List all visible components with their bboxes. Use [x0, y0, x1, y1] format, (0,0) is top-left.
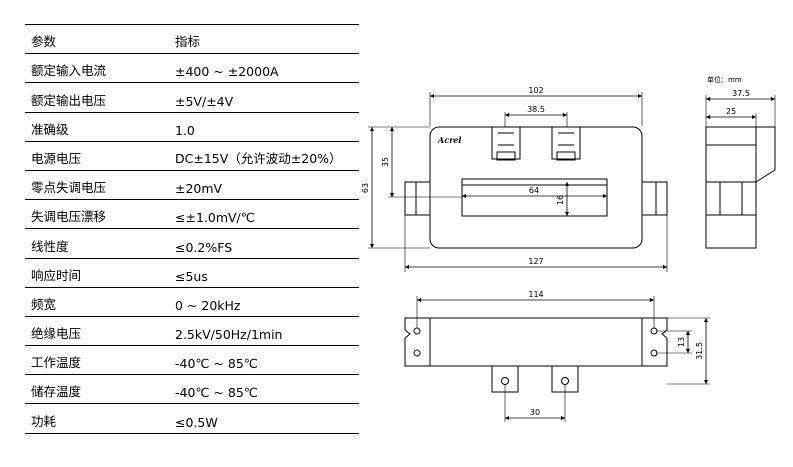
spec-param: 额定输入电流 [25, 53, 171, 84]
dim-width: 102 [528, 86, 543, 95]
dim-total-length: 127 [528, 257, 543, 266]
spec-value: ±20mV [171, 170, 359, 201]
spec-value: 2.5kV/50Hz/1min [171, 316, 359, 347]
spec-param: 储存温度 [25, 374, 171, 405]
dim-window-width: 64 [529, 186, 539, 195]
spec-param: 线性度 [25, 228, 171, 259]
spec-value: -40℃ ~ 85℃ [171, 345, 359, 376]
side-view [705, 95, 776, 249]
unit-label: 单位：mm [707, 75, 742, 84]
spec-row: 响应时间≤5us [25, 258, 359, 288]
spec-value: ≤5us [171, 258, 359, 288]
spec-param: 工作温度 [25, 345, 171, 376]
spec-param: 零点失调电压 [25, 170, 171, 201]
bottom-view [404, 296, 710, 422]
dim-pin-distance: 30 [530, 408, 540, 417]
spec-param: 功耗 [25, 403, 171, 434]
spec-value: 0 ~ 20kHz [171, 287, 359, 317]
spec-value: ≤0.2%FS [171, 228, 359, 259]
dim-bottom-height: 31.5 [695, 342, 704, 360]
spec-value: ±5V/±4V [171, 82, 359, 113]
dim-hole-spacing: 13 [677, 337, 686, 347]
spec-param: 准确级 [25, 112, 171, 142]
spec-value: DC±15V（允许波动±20%） [171, 141, 359, 171]
spec-value: ≤0.5W [171, 403, 359, 434]
spec-value: ≤±1.0mV/℃ [171, 199, 359, 230]
spec-param: 电源电压 [25, 141, 171, 171]
spec-param: 绝缘电压 [25, 316, 171, 347]
spec-value: ±400 ~ ±2000A [171, 53, 359, 84]
spec-row: 工作温度-40℃ ~ 85℃ [25, 345, 359, 376]
spec-value: 1.0 [171, 112, 359, 142]
spec-param: 失调电压漂移 [25, 199, 171, 230]
dim-side-depth-body: 25 [726, 107, 736, 116]
spec-row: 零点失调电压±20mV [25, 170, 359, 201]
spec-value: -40℃ ~ 85℃ [171, 374, 359, 405]
header-value: 指标 [171, 23, 359, 55]
spec-param: 频宽 [25, 287, 171, 317]
dim-window-height: 16 [556, 195, 565, 205]
spec-row: 功耗≤0.5W [25, 403, 359, 434]
spec-header-row: 参数 指标 [25, 23, 359, 55]
front-view [368, 92, 668, 272]
spec-row: 失调电压漂移≤±1.0mV/℃ [25, 199, 359, 230]
dim-side-depth-total: 37.5 [732, 89, 750, 98]
dim-bottom-length: 114 [528, 290, 543, 299]
spec-row: 额定输出电压±5V/±4V [25, 82, 359, 113]
dim-height-inner: 35 [381, 157, 390, 167]
spec-row: 储存温度-40℃ ~ 85℃ [25, 374, 359, 405]
brand-logo: Acrel [437, 135, 461, 145]
dim-height-total: 63 [361, 183, 370, 193]
spec-param: 响应时间 [25, 258, 171, 288]
spec-row: 线性度≤0.2%FS [25, 228, 359, 259]
dim-pin-spacing: 38.5 [527, 105, 545, 114]
spec-param: 额定输出电压 [25, 82, 171, 113]
header-param: 参数 [25, 23, 171, 55]
spec-row: 额定输入电流±400 ~ ±2000A [25, 53, 359, 84]
